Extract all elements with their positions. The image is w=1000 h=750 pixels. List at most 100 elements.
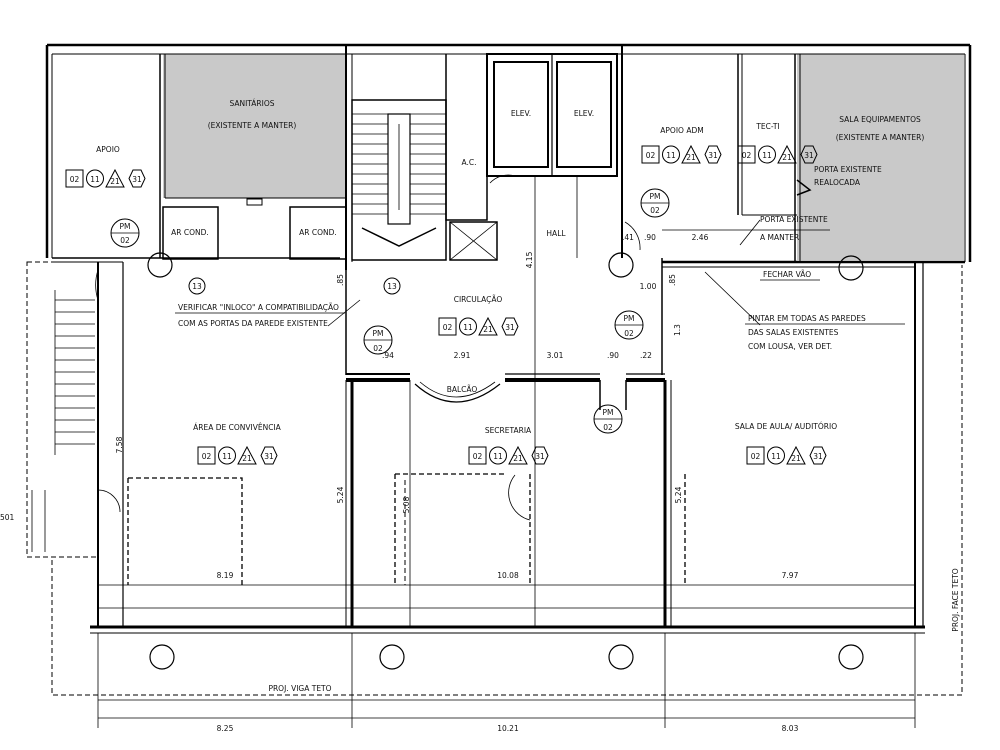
columns bbox=[147, 252, 864, 670]
dim-246: 2.46 bbox=[692, 233, 709, 242]
dim-301: 3.01 bbox=[547, 351, 564, 360]
room-sala-de-aula: SALA DE AULA/ AUDITÓRIO bbox=[735, 422, 837, 431]
top-partitions bbox=[159, 45, 830, 380]
note-proj-viga: PROJ. VIGA TETO bbox=[268, 684, 331, 693]
note-verificar-2: COM AS PORTAS DA PAREDE EXISTENTE bbox=[178, 319, 328, 328]
door-swings bbox=[95, 174, 812, 521]
room-ar-cond-1: AR COND. bbox=[171, 228, 209, 237]
note-porta-manter-2: A MANTER bbox=[760, 233, 799, 242]
note-porta-existente-1: PORTA EXISTENTE bbox=[814, 165, 882, 174]
note-porta-existente-2: REALOCADA bbox=[814, 178, 861, 187]
tag-group-apoio: 02 11 21 31 bbox=[65, 168, 146, 188]
svg-text:PM: PM bbox=[373, 329, 384, 338]
room-balcao-label: BALCÃO bbox=[447, 385, 478, 394]
room-tec-ti: TEC-TI bbox=[755, 122, 779, 131]
sanitarios-shading bbox=[163, 54, 346, 198]
svg-text:31: 31 bbox=[708, 151, 718, 160]
svg-text:02: 02 bbox=[603, 423, 613, 432]
room-area-convivencia: ÁREA DE CONVIVÊNCIA bbox=[193, 423, 282, 432]
svg-text:02: 02 bbox=[443, 323, 453, 332]
dim-094: .94 bbox=[382, 351, 394, 360]
dim-797: 7.97 bbox=[782, 571, 799, 580]
note-left-label: 501 bbox=[0, 513, 15, 522]
room-ac: A.C. bbox=[461, 158, 476, 167]
dim-100: 1.00 bbox=[640, 282, 657, 291]
pm-marker-1: PM 02 bbox=[110, 218, 140, 248]
dim-13: 1.3 bbox=[673, 324, 682, 336]
svg-text:02: 02 bbox=[650, 206, 660, 215]
svg-text:PM: PM bbox=[624, 314, 635, 323]
projection-outline bbox=[51, 265, 963, 696]
room-apoio: APOIO bbox=[96, 145, 120, 154]
note-porta-manter-1: PORTA EXISTENTE bbox=[760, 215, 828, 224]
dim-291: 2.91 bbox=[454, 351, 471, 360]
room-sala-equipamentos: SALA EQUIPAMENTOS bbox=[839, 115, 921, 124]
svg-text:11: 11 bbox=[463, 323, 473, 332]
svg-text:11: 11 bbox=[493, 452, 503, 461]
dim-508: 5.08 bbox=[402, 496, 411, 513]
dim-1021: 10.21 bbox=[497, 724, 519, 733]
dim-415: 4.15 bbox=[525, 251, 534, 268]
svg-text:21: 21 bbox=[483, 325, 493, 334]
room-hall: HALL bbox=[546, 229, 566, 238]
svg-text:02: 02 bbox=[742, 151, 752, 160]
room-elev-2: ELEV. bbox=[574, 109, 594, 118]
middle-partitions bbox=[98, 258, 915, 627]
svg-text:31: 31 bbox=[132, 175, 142, 184]
svg-text:02: 02 bbox=[202, 452, 212, 461]
svg-text:11: 11 bbox=[222, 452, 232, 461]
pm-marker-2: PM 02 bbox=[640, 188, 670, 218]
svg-text:31: 31 bbox=[813, 452, 823, 461]
svg-text:21: 21 bbox=[110, 177, 120, 186]
tag-group-apoio-adm: 02 11 21 31 bbox=[641, 144, 722, 164]
dim-1008: 10.08 bbox=[497, 571, 519, 580]
note-fechar-vao: FECHAR VÃO bbox=[763, 270, 811, 279]
svg-text:11: 11 bbox=[666, 151, 676, 160]
note-verificar-1: VERIFICAR "INLOCO" A COMPATIBILIDAÇÃO bbox=[178, 303, 339, 312]
svg-text:31: 31 bbox=[264, 452, 274, 461]
svg-text:02: 02 bbox=[751, 452, 761, 461]
sala-equipamentos-shading bbox=[797, 54, 964, 260]
dim-041: .41 bbox=[622, 233, 634, 242]
svg-text:21: 21 bbox=[791, 454, 801, 463]
svg-text:13: 13 bbox=[192, 282, 202, 291]
dim-022: .22 bbox=[640, 351, 652, 360]
svg-text:11: 11 bbox=[762, 151, 772, 160]
svg-text:31: 31 bbox=[505, 323, 515, 332]
dim-758: 7.58 bbox=[115, 436, 124, 453]
svg-text:PM: PM bbox=[650, 192, 661, 201]
svg-text:02: 02 bbox=[473, 452, 483, 461]
svg-text:21: 21 bbox=[513, 454, 523, 463]
tag-group-tec-ti: 02 11 21 31 bbox=[737, 144, 818, 164]
svg-text:02: 02 bbox=[646, 151, 656, 160]
room-elev-1: ELEV. bbox=[511, 109, 531, 118]
svg-text:02: 02 bbox=[120, 236, 130, 245]
svg-text:11: 11 bbox=[90, 175, 100, 184]
room-sanitarios-note: (EXISTENTE A MANTER) bbox=[208, 121, 297, 130]
dim-085b: .85 bbox=[336, 274, 345, 286]
svg-text:21: 21 bbox=[782, 153, 792, 162]
tag-group-area-convivencia: 02 11 21 31 bbox=[197, 445, 278, 465]
svg-text:13: 13 bbox=[387, 282, 397, 291]
room-sala-equipamentos-note: (EXISTENTE A MANTER) bbox=[836, 133, 925, 142]
pm-marker-4: PM 02 bbox=[363, 325, 393, 355]
stair-treads bbox=[352, 113, 446, 247]
room-secretaria: SECRETARIA bbox=[485, 426, 532, 435]
svg-text:31: 31 bbox=[804, 151, 814, 160]
note-pintar-3: COM LOUSA, VER DET. bbox=[748, 342, 832, 351]
pm-marker-3: PM 02 bbox=[593, 404, 623, 434]
note-pintar-2: DAS SALAS EXISTENTES bbox=[748, 328, 839, 337]
svg-text:02: 02 bbox=[624, 329, 634, 338]
room-sanitarios: SANITÁRIOS bbox=[229, 99, 274, 108]
dim-090: .90 bbox=[644, 233, 656, 242]
svg-text:PM: PM bbox=[120, 222, 131, 231]
svg-text:21: 21 bbox=[686, 153, 696, 162]
left-stair bbox=[26, 261, 99, 558]
svg-text:02: 02 bbox=[70, 175, 80, 184]
note-pintar-1: PINTAR EM TODAS AS PAREDES bbox=[748, 314, 866, 323]
door-marker-1: 13 bbox=[188, 277, 206, 295]
dim-825: 8.25 bbox=[217, 724, 234, 733]
dim-803: 8.03 bbox=[782, 724, 799, 733]
pm-marker-5: PM 02 bbox=[614, 310, 644, 340]
